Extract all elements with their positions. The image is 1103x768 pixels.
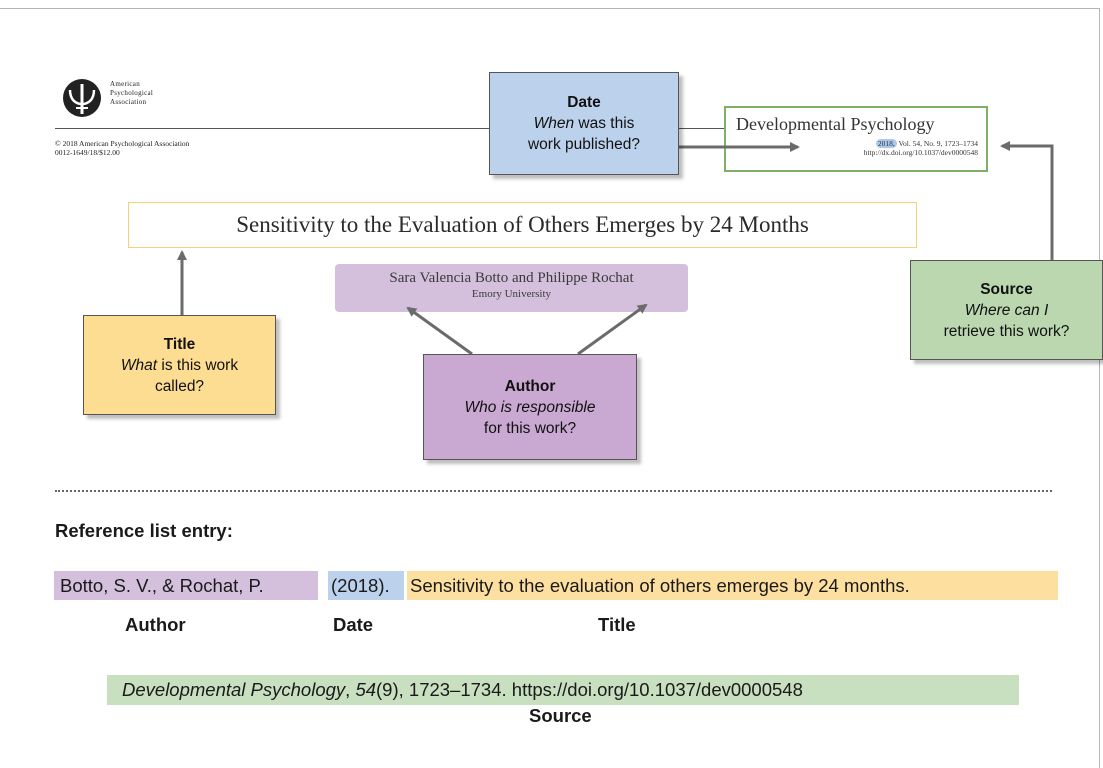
date-callout-emphasis: When — [533, 115, 575, 132]
journal-volume-info: Vol. 54, No. 9, 1723–1734 — [896, 139, 978, 148]
title-callout-question-line2: called? — [154, 377, 205, 395]
source-callout: Source Where can I retrieve this work? — [910, 260, 1103, 360]
source-callout-question-line1: Where can I — [964, 301, 1049, 319]
apa-org-line: American — [110, 80, 140, 88]
reference-label-author: Author — [125, 614, 186, 635]
page-frame — [0, 8, 1100, 768]
author-callout-question: Who is responsible — [424, 397, 636, 418]
title-callout-question-rest: is this work — [157, 356, 239, 374]
author-callout-heading: Author — [504, 377, 556, 395]
title-callout-emphasis: What — [120, 356, 158, 374]
reference-label-source: Source — [529, 705, 592, 726]
source-callout-question-line2: retrieve this work? — [943, 322, 1070, 340]
author-arrow-right — [577, 303, 648, 356]
journal-volume-line: 2018, Vol. 54, No. 9, 1723–1734 — [800, 139, 978, 148]
journal-doi: http://dx.doi.org/10.1037/dev0000548 — [863, 148, 978, 157]
date-callout-question-rest: was this — [574, 115, 635, 132]
article-affiliation: Emory University — [471, 288, 552, 300]
reference-issue-pages-doi: (9), 1723–1734. https://doi.org/10.1037/… — [376, 679, 803, 700]
journal-source-box — [724, 106, 988, 172]
source-arrow — [1000, 141, 1054, 260]
apa-org-line: Association — [110, 98, 147, 106]
title-callout-question: What is this work — [84, 355, 275, 376]
dotted-divider — [55, 490, 1052, 492]
author-arrow-left — [406, 306, 473, 356]
source-callout-question: Where can I — [911, 300, 1102, 321]
reference-title: Sensitivity to the evaluation of others … — [407, 571, 1058, 600]
article-title: Sensitivity to the Evaluation of Others … — [128, 202, 917, 248]
author-callout: Author Who is responsible for this work? — [423, 354, 637, 460]
date-callout-question: When was this — [490, 113, 678, 134]
reference-label-date: Date — [333, 614, 374, 635]
copyright-block: © 2018 American Psychological Associatio… — [55, 139, 189, 157]
journal-name: Developmental Psychology — [736, 114, 935, 134]
reference-volume: 54 — [355, 679, 377, 700]
issn-line: 0012-1649/18/$12.00 — [55, 148, 120, 157]
reference-separator: , — [345, 679, 356, 700]
reference-author: Botto, S. V., & Rochat, P. — [54, 571, 318, 600]
reference-source: Developmental Psychology, 54(9), 1723–17… — [122, 677, 803, 703]
apa-logo-icon — [63, 79, 101, 117]
apa-org-line: Psychological — [110, 89, 154, 97]
author-callout-question-line2: for this work? — [483, 419, 577, 437]
copyright-line: © 2018 American Psychological Associatio… — [55, 139, 190, 148]
date-callout-heading: Date — [567, 94, 601, 111]
date-callout-question-line2: work published? — [527, 136, 640, 153]
apa-org-name: American Psychological Association — [110, 80, 153, 107]
article-authors-box: Sara Valencia Botto and Philippe Rochat … — [335, 264, 688, 312]
reference-journal: Developmental Psychology — [122, 679, 346, 700]
article-authors: Sara Valencia Botto and Philippe Rochat — [389, 270, 634, 286]
reference-label-title: Title — [598, 614, 636, 635]
reference-heading: Reference list entry: — [55, 520, 233, 541]
reference-date: (2018). — [328, 571, 404, 600]
source-callout-heading: Source — [980, 280, 1033, 298]
author-callout-question-line1: Who is responsible — [464, 398, 596, 416]
date-callout: Date When was this work published? — [489, 72, 679, 175]
journal-year-highlight: 2018, — [875, 139, 897, 148]
title-callout: Title What is this work called? — [83, 315, 276, 415]
title-callout-heading: Title — [163, 335, 196, 353]
reference-source-highlight — [107, 675, 1019, 705]
